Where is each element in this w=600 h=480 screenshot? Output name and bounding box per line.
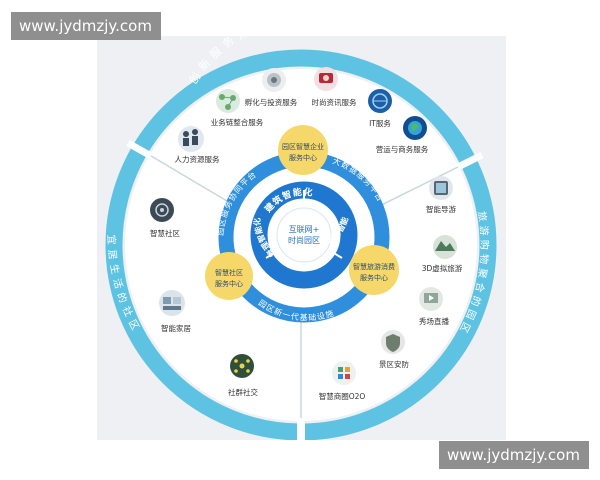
service-live-show: 秀场直播 [419,287,449,326]
service-business: 营运与商务服务 [376,116,429,154]
service-label: IT服务 [369,118,391,128]
service-label: 智慧社区 [150,228,180,238]
hub-community: 智慧社区 服务中心 [205,252,253,300]
hub-enterprise: 园区智慧企业 服务中心 [278,125,328,175]
service-label: 业务链整合服务 [211,117,264,127]
smart-home-icon [163,297,171,304]
service-label: 秀场直播 [419,316,449,326]
watermark-bottom: www.jydmzjy.com [439,441,589,469]
service-label: 时尚资讯服务 [312,97,357,107]
hub-line-1: 智慧旅游消费 [353,262,395,271]
hub-tourism: 智慧旅游消费 服务中心 [349,245,399,295]
hub-line-2: 服务中心 [360,273,388,282]
service-label: 景区安防 [379,359,409,369]
center-circle-border [276,207,332,263]
service-social: 社群社交 [228,354,258,397]
service-fashion: 时尚资讯服务 [312,67,357,107]
virtual-tour-icon [435,241,455,251]
watermark-top: www.jydmzjy.com [11,12,161,40]
o2o-icon [338,367,343,372]
service-label: 3D虚拟旅游 [422,263,463,273]
service-label: 人力资源服务 [175,154,220,164]
center-circle [277,208,331,262]
service-chain: 业务链整合服务 [211,89,264,127]
service-label: 智能家居 [161,323,191,333]
hub-line-1: 园区智慧企业 [282,142,324,151]
service-o2o: 智慧商圈O2O [319,361,366,401]
smart-community-icon [155,203,169,217]
service-smart-home: 智能家居 [159,290,191,333]
service-virtual-tour: 3D虚拟旅游 [422,235,463,273]
hub-line-1: 智慧社区 [215,268,243,277]
center-line-2: 时尚园区 [288,235,320,245]
service-security: 景区安防 [379,330,409,369]
service-hr: 人力资源服务 [175,126,220,164]
outer-ring-gap [456,151,484,171]
hub-line-2: 服务中心 [289,153,317,162]
service-label: 社群社交 [228,387,258,397]
service-label: 智慧商圈O2O [319,391,366,401]
outer-ring-gap [297,418,305,440]
service-smart-community: 智慧社区 [150,198,180,238]
service-incubator: 孵化与投资服务 [245,68,298,107]
service-label: 孵化与投资服务 [245,97,298,107]
security-icon [386,334,400,352]
outer-ring-gap [126,139,153,160]
center-line-1: 互联网+ [289,225,320,234]
service-it: IT服务 [368,89,392,128]
service-label: 智能导游 [426,204,456,214]
service-tour-guide: 智能导游 [426,176,456,214]
hub-line-2: 服务中心 [215,279,243,288]
service-label: 营运与商务服务 [376,144,429,154]
social-icon [239,363,245,369]
people-icon [183,131,189,137]
